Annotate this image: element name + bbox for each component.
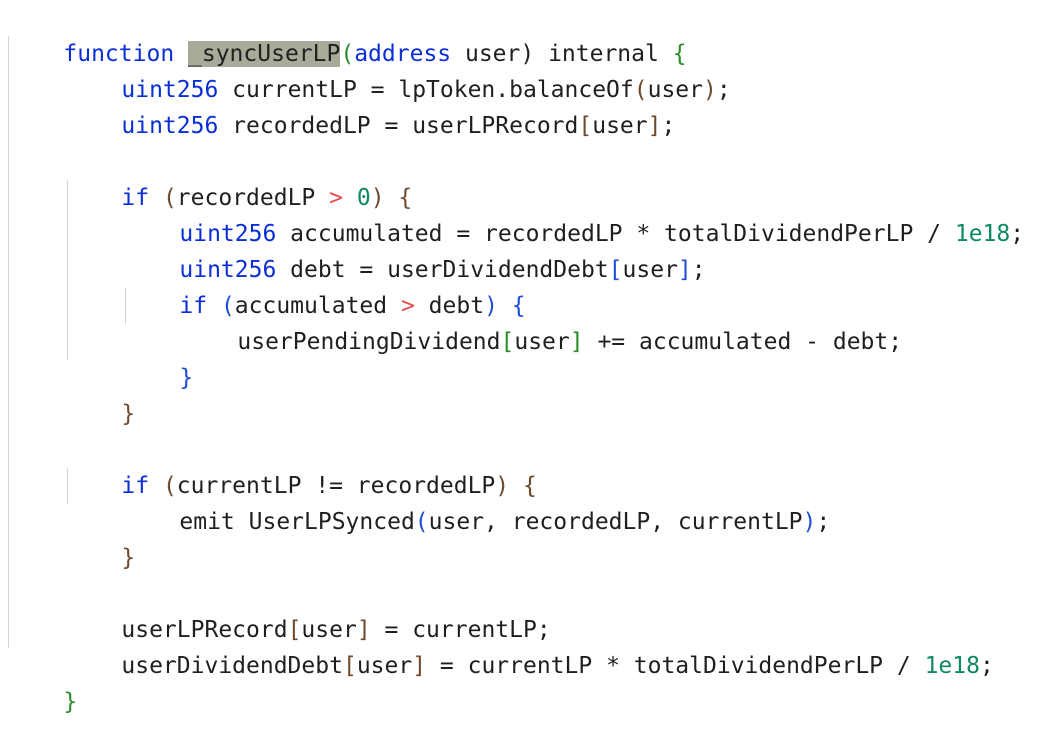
bracket-close: ] [569,329,584,355]
semicolon: ; [1010,221,1025,247]
paren-close: ) [495,473,510,499]
number-literal: 0 [356,185,371,211]
brace-close: } [63,689,78,715]
brace-open: { [511,293,526,319]
indent-guide-if-current [67,468,68,504]
bracket-open: [ [342,653,357,679]
brace-open: { [398,185,413,211]
code-line-14: emit UserLPSynced(user, recordedLP, curr… [124,468,830,535]
arg-text: user [647,77,703,103]
statement-text: accumulated = recordedLP * totalDividend… [276,221,955,247]
arg-text: user [301,617,357,643]
keyword-if: if [179,293,221,319]
code-line-11: } [66,360,135,427]
statement-text: currentLP = lpToken.balanceOf [218,77,634,103]
function-name-highlight: _syncUserLP [188,41,341,67]
code-line-7: uint256 debt = userDividendDebt[user]; [124,216,705,283]
code-line-18: userDividendDebt[user] = currentLP * tot… [66,612,993,679]
semicolon: ; [661,113,676,139]
operator: > [400,293,415,319]
arg-text: user [514,329,570,355]
paren-open: ( [162,185,177,211]
arg-text: user, recordedLP, currentLP [428,509,803,535]
bracket-close: ] [677,257,692,283]
bracket-open: [ [608,257,623,283]
code-line-17: userLPRecord[user] = currentLP; [66,576,550,643]
bracket-close: ] [412,653,427,679]
bracket-close: ] [647,113,662,139]
identifier: userLPRecord [121,617,288,643]
code-line-9: userPendingDividend[user] += accumulated… [182,288,902,355]
code-editor[interactable]: function _syncUserLP(address user) inter… [0,0,1044,715]
type-keyword: uint256 [121,77,219,103]
operator: > [329,185,343,211]
code-line-3: uint256 recordedLP = userLPRecord[user]; [66,72,675,139]
statement-text: += accumulated - debt; [583,329,903,355]
brace-open: { [672,41,687,67]
semicolon: ; [816,509,831,535]
type-keyword: uint256 [179,221,277,247]
indent-guide-if-recorded [67,180,68,360]
condition-text: accumulated [234,293,401,319]
arg-text: user [356,653,413,679]
paren-close: ) [370,185,385,211]
condition-text: recordedLP [176,185,330,211]
code-line-5: if (recordedLP > 0) { [66,144,412,211]
paren-open: ( [633,77,648,103]
paren-open: ( [414,509,429,535]
statement-text: debt = userDividendDebt [276,257,609,283]
brace-close: } [179,365,194,391]
keyword-address: address [354,41,452,67]
param-text: user) internal [451,41,673,67]
emit-statement: emit UserLPSynced [179,509,415,535]
brace-close: } [121,545,136,571]
type-keyword: uint256 [179,257,277,283]
semicolon: ; [691,257,706,283]
number-literal: 1e18 [924,653,980,679]
bracket-open: [ [578,113,593,139]
number-literal: 1e18 [954,221,1011,247]
statement-text: recordedLP = userLPRecord [218,113,579,139]
code-line-6: uint256 accumulated = recordedLP * total… [124,180,1024,247]
statement-text: = currentLP; [370,617,551,643]
statement-text: = currentLP * totalDividendPerLP / [426,653,925,679]
indent-guide-if-accumulated [125,288,126,324]
paren-open: ( [340,41,355,67]
code-line-2: uint256 currentLP = lpToken.balanceOf(us… [66,36,730,103]
brace-close: } [121,401,136,427]
condition-text-2: debt [414,293,485,319]
code-line-15: } [66,504,135,571]
paren-open: ( [162,473,177,499]
condition-text: currentLP != recordedLP [176,473,496,499]
paren-close: ) [802,509,817,535]
keyword-if: if [121,185,163,211]
semicolon: ; [979,653,994,679]
semicolon: ; [716,77,731,103]
type-keyword: uint256 [121,113,219,139]
identifier: userDividendDebt [121,653,343,679]
bracket-close: ] [356,617,371,643]
keyword-if: if [121,473,163,499]
brace-open: { [523,473,537,499]
arg-text: user [622,257,678,283]
indent-guide-function [8,36,9,648]
code-line-1: function _syncUserLP(address user) inter… [8,0,687,67]
code-line-10: } [124,324,193,391]
bracket-open: [ [287,617,302,643]
code-line-19: } [8,648,77,715]
arg-text: user [592,113,648,139]
code-line-8: if (accumulated > debt) { [124,252,525,319]
paren-open: ( [220,293,235,319]
paren-close: ) [484,293,498,319]
code-line-13: if (currentLP != recordedLP) { [66,432,536,499]
identifier: userPendingDividend [237,329,501,355]
paren-close: ) [703,77,717,103]
bracket-open: [ [500,329,515,355]
keyword-function: function [63,41,189,67]
